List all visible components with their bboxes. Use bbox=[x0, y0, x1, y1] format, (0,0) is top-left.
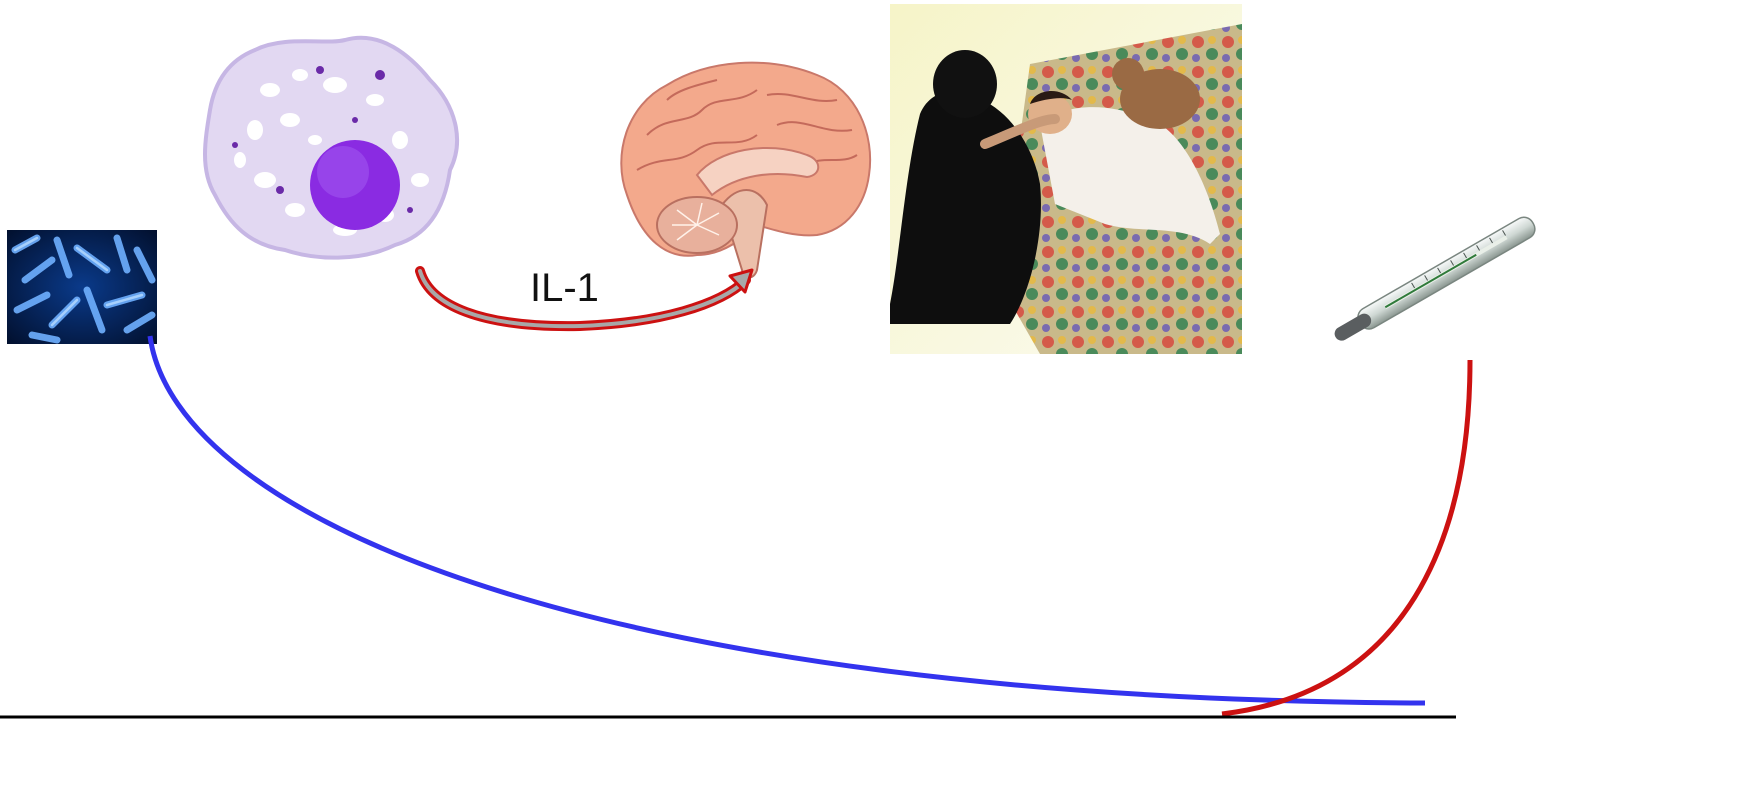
bacteria-curve bbox=[150, 336, 1425, 703]
il1-label: IL-1 bbox=[530, 268, 599, 308]
temperature-curve bbox=[1222, 360, 1470, 714]
